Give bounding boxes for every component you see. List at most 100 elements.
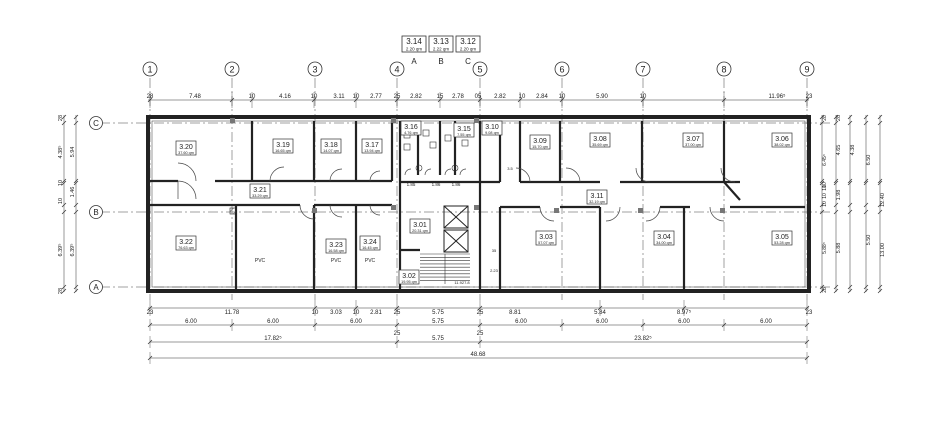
dimension-value: 2.81 <box>370 310 382 316</box>
room-number: 3.17 <box>365 142 379 149</box>
dimension-tick <box>863 180 869 186</box>
dimension-value: 7.48 <box>189 94 201 100</box>
room-label-box <box>529 134 551 150</box>
room-label-box <box>771 132 793 148</box>
room-number: 3.19 <box>276 142 290 149</box>
dimension-tick <box>877 202 883 208</box>
small-dim: 3.5 <box>507 166 513 171</box>
dimension-value: 5.94 <box>70 147 76 158</box>
dimension-value: 10 <box>822 193 828 199</box>
dimension-value: 23 <box>806 310 813 316</box>
dimension-value: 8.81 <box>509 310 521 316</box>
dimension-value: 25 <box>394 331 401 337</box>
room-label-box <box>771 230 793 246</box>
room-area: 19.95 qm <box>401 280 417 284</box>
axis-bubble <box>389 61 405 77</box>
legend-letter: C <box>465 57 471 66</box>
dimension-value: 25 <box>394 94 401 100</box>
dimension-value: 4.38⁵ <box>57 146 64 159</box>
dimension-tick <box>819 120 825 126</box>
room-area: 4.76 qm <box>404 131 418 135</box>
room-area: 32.19 qm <box>589 200 605 204</box>
dimension-value: 5.84 <box>594 310 606 316</box>
room-area: 9.08 qm <box>485 131 499 135</box>
dimension-value: 23.82⁵ <box>634 335 652 342</box>
overall-dimension: 48.68 <box>470 352 486 358</box>
room-label-box <box>535 230 557 246</box>
dimension-tick <box>73 114 79 120</box>
staircase <box>420 253 470 284</box>
dimension-tick <box>833 284 839 290</box>
axis-bubble <box>89 116 103 130</box>
dimension-tick <box>863 284 869 290</box>
dimension-tick <box>73 120 79 126</box>
room-number: 3.22 <box>179 239 193 246</box>
legend-room-num: 3.12 <box>460 37 476 46</box>
dimension-value: 10 <box>58 180 64 186</box>
legend-room-num: 3.14 <box>406 37 422 46</box>
dimension-value: 10 <box>640 94 647 100</box>
axis-label: 9 <box>804 65 809 75</box>
dimension-tick <box>877 120 883 126</box>
dimension-value: 6.39⁵ <box>69 244 76 257</box>
dimension-value: 25 <box>394 310 401 316</box>
dimension-value: 3.03 <box>330 310 342 316</box>
legend-room-area: 2.22 qm <box>433 47 450 52</box>
dimension-value: 28 <box>58 288 64 294</box>
room-number: 3.09 <box>533 138 547 145</box>
dimension-tick <box>73 284 79 290</box>
axis-bubble <box>716 61 732 77</box>
dimension-value: 6.00 <box>350 319 362 325</box>
dimension-value: 11.96⁵ <box>768 93 786 100</box>
axis-bubble <box>472 61 488 77</box>
axis-bubble <box>799 61 815 77</box>
legend-room-num: 3.13 <box>433 37 449 46</box>
legend-letter: B <box>438 57 443 66</box>
dimension-value: 6.39⁵ <box>57 244 64 257</box>
small-dim: 2.23 <box>490 268 499 273</box>
dimension-tick <box>847 202 853 208</box>
room-number: 3.11 <box>590 193 603 200</box>
dimension-tick <box>833 120 839 126</box>
room-label-box <box>586 189 608 205</box>
small-dim: 1.86 <box>432 182 441 187</box>
axis-label: 1 <box>147 65 152 75</box>
room-label-box <box>361 138 383 154</box>
room-label-box <box>272 138 294 154</box>
axis-bubble <box>635 61 651 77</box>
room-area: 34.00 qm <box>656 241 672 245</box>
room-area: 37.60 qm <box>178 151 194 155</box>
dimension-tick <box>833 202 839 208</box>
axis-label: C <box>93 119 99 128</box>
room-number: 3.06 <box>775 136 789 143</box>
dimension-tick <box>833 288 839 294</box>
dimension-value: 25 <box>477 310 484 316</box>
dimension-value: 12.40 <box>880 193 886 207</box>
axis-label: 7 <box>640 65 645 75</box>
structural-columns <box>229 118 725 215</box>
dimension-value: 2.82 <box>494 94 506 100</box>
dimension-tick <box>847 178 853 184</box>
dimension-value: 2.84 <box>536 94 548 100</box>
dimension-tick <box>61 284 67 290</box>
axis-bubble <box>224 61 240 77</box>
small-dimension-labels: 1.85 1.86 1.86 11.927.8 3.5 35 2.23 <box>407 166 514 285</box>
dimension-tick <box>833 180 839 186</box>
room-area: 38.02 qm <box>774 143 790 147</box>
room-label-box <box>320 138 342 154</box>
dimension-value: 2.77 <box>370 94 382 100</box>
dimension-value: 25 <box>477 331 484 337</box>
room-area: 16.45 qm <box>362 246 378 250</box>
axis-label: A <box>93 283 99 292</box>
dimension-value: 2.82 <box>410 94 422 100</box>
dimension-tick <box>847 284 853 290</box>
room-label-box <box>249 183 271 199</box>
dimension-tick <box>833 209 839 215</box>
dimension-value: 10 <box>353 94 360 100</box>
dimension-tick <box>833 178 839 184</box>
wc-fixtures <box>403 129 469 172</box>
small-dim: 1.86 <box>452 182 461 187</box>
room-area: 35.69 qm <box>592 143 608 147</box>
dimension-tick <box>61 114 67 120</box>
